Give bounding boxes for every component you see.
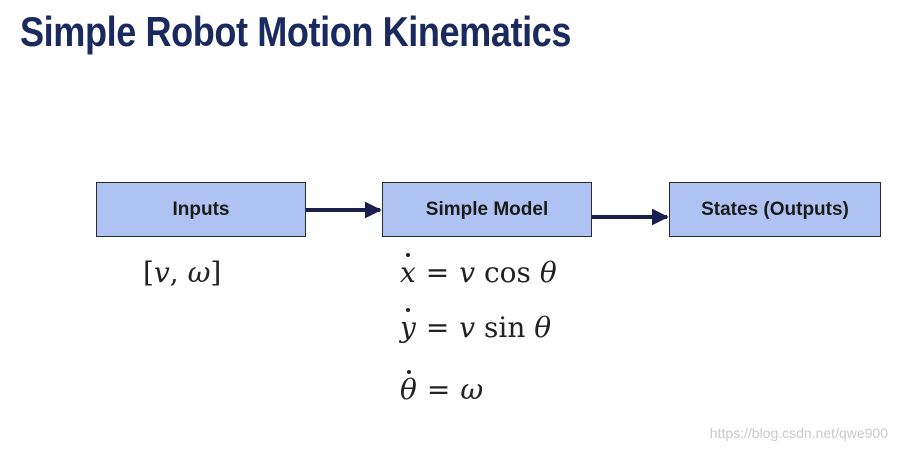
input-vector-close-bracket: ] <box>210 256 222 289</box>
velocity-symbol: v <box>459 311 476 344</box>
states-box: States (Outputs) <box>669 182 881 237</box>
equals-sign: = <box>426 373 451 406</box>
theta-symbol: θ <box>539 256 557 289</box>
cos-function: cos <box>484 256 531 289</box>
x-dot-symbol: x <box>400 256 416 289</box>
input-vector-open-bracket: [ <box>143 256 154 289</box>
input-vector-comma: , <box>169 256 179 289</box>
velocity-symbol: v <box>459 256 476 289</box>
input-vector-v: v <box>153 256 170 289</box>
simple-model-box: Simple Model <box>382 182 592 237</box>
omega-symbol: ω <box>460 373 484 406</box>
inputs-box: Inputs <box>96 182 306 237</box>
input-vector-omega: ω <box>187 256 211 289</box>
sin-function: sin <box>484 311 526 344</box>
y-dot-symbol: y <box>400 311 416 344</box>
equals-sign: = <box>425 256 450 289</box>
equation-y-dot: y = v sin θ <box>400 311 551 344</box>
slide-title: Simple Robot Motion Kinematics <box>20 8 572 55</box>
equals-sign: = <box>425 311 450 344</box>
theta-symbol: θ <box>534 311 552 344</box>
inputs-box-label: Inputs <box>172 198 230 220</box>
input-vector: [v, ω] <box>143 256 221 289</box>
simple-model-box-label: Simple Model <box>425 198 549 220</box>
watermark-url: https://blog.csdn.net/qwe900 <box>709 425 888 441</box>
theta-dot-symbol: θ <box>400 373 417 406</box>
equation-theta-dot: θ = ω <box>400 373 483 406</box>
states-box-label: States (Outputs) <box>701 198 849 220</box>
equation-x-dot: x = v cos θ <box>400 256 557 289</box>
